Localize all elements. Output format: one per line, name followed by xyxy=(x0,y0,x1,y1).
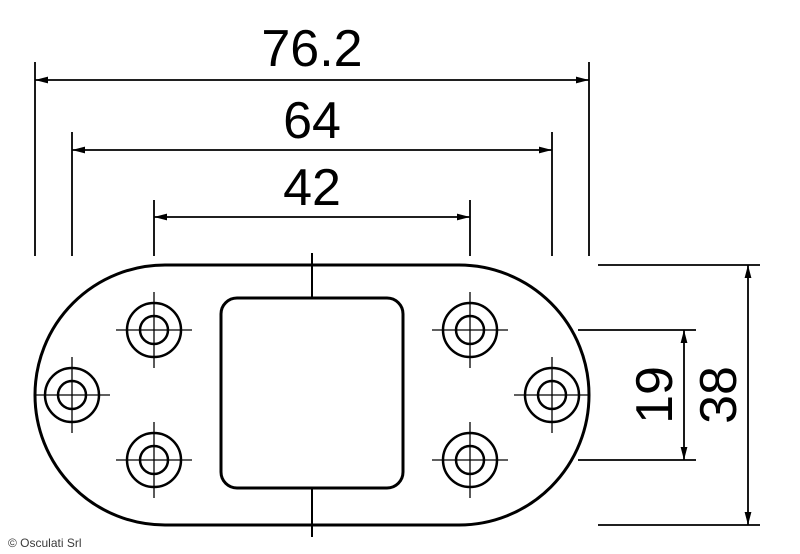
dimension-label-overall-width: 76.2 xyxy=(261,20,362,78)
screw-hole-bottom-left xyxy=(116,422,192,498)
hole-countersink-circle xyxy=(125,301,183,359)
hole-bore-circle xyxy=(536,379,568,411)
hole-countersink-circle xyxy=(441,431,499,489)
hinge-body xyxy=(33,253,591,537)
copyright-text: © Osculati Srl xyxy=(8,536,82,550)
hole-countersink-circle xyxy=(125,431,183,489)
dimension-label-hole-row-spacing: 19 xyxy=(626,366,684,424)
hole-countersink-circle xyxy=(43,366,101,424)
hole-bore-circle xyxy=(138,314,170,346)
dimension-label-inner-hole-spacing: 42 xyxy=(283,159,341,217)
screw-hole-middle-left xyxy=(34,357,110,433)
screw-hole-middle-right xyxy=(514,357,590,433)
hole-countersink-circle xyxy=(523,366,581,424)
dimension-label-overall-height: 38 xyxy=(690,366,748,424)
dimension-hole-row-spacing: 19 xyxy=(578,329,696,461)
hinge-outline xyxy=(33,263,591,527)
screw-hole-top-right xyxy=(432,292,508,368)
dimension-overall-height: 38 xyxy=(598,264,760,526)
dimension-label-outer-hole-spacing: 64 xyxy=(283,92,341,150)
hole-countersink-circle xyxy=(441,301,499,359)
dimension-overall-width: 76.2 xyxy=(34,20,590,256)
hinge-knuckle-square xyxy=(219,296,405,490)
dimension-inner-hole-spacing: 42 xyxy=(153,159,471,256)
screw-hole-top-left xyxy=(116,292,192,368)
screw-hole-bottom-right xyxy=(432,422,508,498)
hole-bore-circle xyxy=(138,444,170,476)
hole-bore-circle xyxy=(454,444,486,476)
dimension-outer-hole-spacing: 64 xyxy=(71,92,553,256)
hole-bore-circle xyxy=(454,314,486,346)
hole-bore-circle xyxy=(56,379,88,411)
